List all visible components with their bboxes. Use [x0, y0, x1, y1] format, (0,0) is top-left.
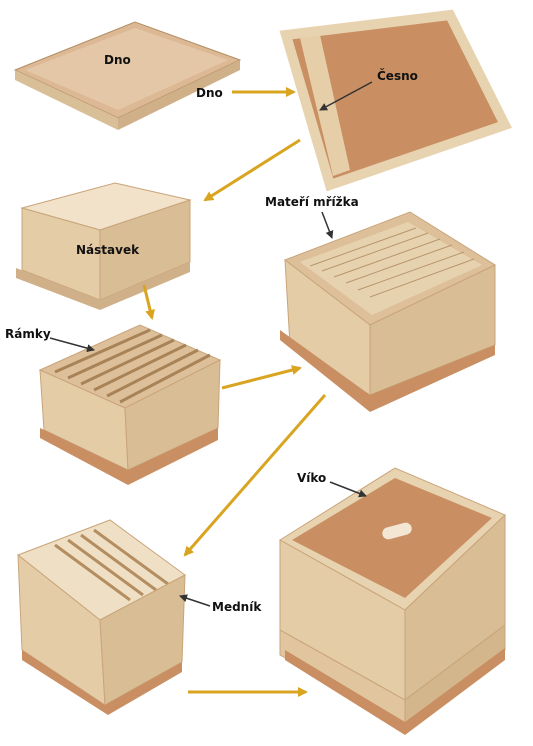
queen-excluder-box-image [280, 211, 497, 412]
pointer-cesno [319, 81, 373, 111]
frames-box-image [38, 324, 222, 485]
label-dno-panel: Dno [104, 53, 131, 67]
honey-super-image [17, 519, 186, 715]
label-nastavek: Nástavek [76, 243, 140, 257]
label-mednik: Medník [212, 600, 262, 614]
label-ramky: Rámky [5, 327, 51, 341]
pointer-viko [329, 481, 367, 498]
arrow-3 [142, 284, 155, 320]
bottom-board-entrance-image [279, 9, 513, 192]
label-viko: Víko [297, 471, 326, 485]
pointer-ramky [49, 337, 95, 353]
lid-hole [382, 522, 412, 540]
bottom-board-image [13, 21, 242, 130]
nastavek-image [16, 182, 192, 310]
complete-hive-image [279, 467, 506, 735]
label-dno-arrow: Dno [196, 86, 223, 100]
arrow-5 [183, 394, 327, 557]
label-cesno: Česno [377, 68, 418, 83]
pointer-materi-mrizka [321, 211, 334, 239]
label-materi-mrizka: Mateří mřížka [265, 195, 359, 209]
pointer-mednik [179, 594, 211, 607]
arrow-2 [203, 138, 301, 202]
arrow-4 [221, 365, 302, 390]
